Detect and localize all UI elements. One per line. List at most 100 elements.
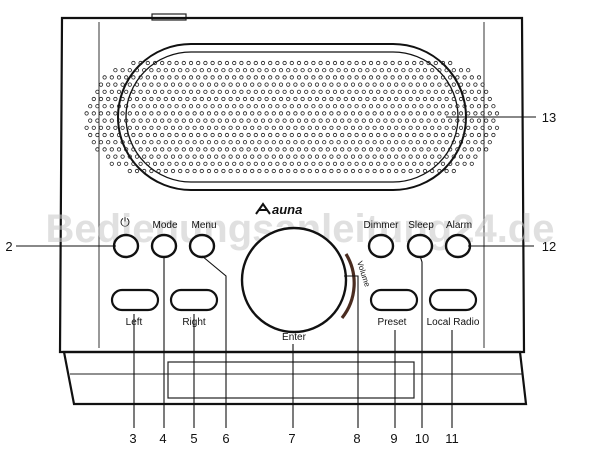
speaker-hole: [95, 132, 100, 138]
speaker-hole: [253, 60, 258, 66]
speaker-hole: [268, 75, 273, 80]
speaker-hole: [127, 111, 132, 116]
speaker-hole: [163, 68, 168, 73]
right-button[interactable]: [169, 288, 219, 312]
speaker-hole: [181, 147, 186, 152]
brand-name: auna: [272, 202, 302, 217]
speaker-hole: [404, 104, 410, 109]
speaker-hole: [203, 104, 208, 109]
speaker-hole: [142, 111, 147, 116]
speaker-hole: [296, 89, 302, 94]
speaker-hole: [206, 154, 212, 159]
speaker-hole: [138, 104, 143, 109]
speaker-hole: [196, 104, 201, 109]
speaker-hole: [329, 140, 334, 145]
speaker-hole: [250, 82, 255, 87]
speaker-hole: [451, 82, 456, 87]
speaker-hole: [203, 132, 208, 138]
speaker-hole: [466, 154, 471, 159]
speaker-hole: [462, 104, 467, 109]
speaker-hole: [131, 132, 136, 138]
speaker-hole: [178, 68, 183, 73]
speaker-hole: [390, 161, 395, 166]
speaker-hole: [134, 125, 140, 130]
speaker-hole: [120, 68, 125, 73]
alarm-button[interactable]: [444, 233, 472, 259]
speaker-hole: [419, 132, 424, 138]
speaker-hole: [185, 82, 190, 87]
speaker-hole: [232, 75, 237, 80]
speaker-hole: [419, 89, 424, 94]
speaker-hole: [480, 125, 485, 130]
mode-button[interactable]: [150, 233, 178, 259]
speaker-hole: [329, 168, 334, 174]
speaker-hole: [235, 154, 240, 159]
speaker-hole: [437, 125, 442, 130]
speaker-hole: [278, 82, 284, 87]
sleep-button[interactable]: [406, 233, 434, 259]
menu-button[interactable]: [188, 233, 216, 259]
speaker-hole: [264, 96, 269, 102]
speaker-hole: [142, 96, 147, 102]
speaker-hole: [250, 96, 255, 102]
speaker-hole: [235, 82, 240, 87]
speaker-hole: [419, 104, 424, 109]
speaker-hole: [242, 68, 248, 73]
speaker-hole: [491, 118, 496, 123]
speaker-hole: [394, 68, 399, 73]
speaker-hole: [336, 96, 341, 102]
dimmer-button[interactable]: [367, 233, 395, 259]
speaker-hole: [455, 104, 460, 109]
speaker-hole: [228, 168, 233, 174]
left-button[interactable]: [110, 288, 160, 312]
speaker-hole: [383, 89, 388, 94]
speaker-hole: [109, 75, 114, 80]
menu-label: Menu: [191, 220, 216, 231]
speaker-hole: [455, 75, 460, 80]
speaker-hole: [322, 111, 327, 116]
speaker-hole: [124, 147, 129, 152]
speaker-hole: [329, 82, 334, 87]
speaker-hole: [408, 140, 413, 145]
speaker-hole: [415, 111, 420, 116]
speaker-hole: [217, 89, 222, 94]
speaker-hole: [106, 125, 111, 130]
speaker-hole: [185, 68, 190, 73]
speaker-hole: [152, 118, 158, 123]
speaker-hole: [178, 96, 183, 102]
speaker-hole: [134, 154, 140, 159]
speaker-hole: [343, 82, 348, 87]
speaker-hole: [307, 111, 312, 116]
speaker-hole: [152, 147, 158, 152]
speaker-hole: [473, 154, 478, 159]
speaker-hole: [368, 118, 374, 123]
power-button[interactable]: [112, 233, 140, 259]
speaker-hole: [163, 96, 168, 102]
speaker-hole: [390, 89, 395, 94]
speaker-hole: [426, 60, 431, 66]
speaker-hole: [433, 60, 438, 66]
speaker-hole: [412, 104, 417, 109]
speaker-hole: [311, 132, 316, 138]
speaker-hole: [462, 147, 467, 152]
speaker-hole: [314, 96, 320, 102]
preset-button[interactable]: [369, 288, 419, 312]
speaker-hole: [404, 161, 410, 166]
speaker-hole: [390, 75, 395, 80]
speaker-hole: [152, 132, 158, 138]
speaker-hole: [196, 132, 201, 138]
speaker-hole: [354, 147, 359, 152]
speaker-hole: [149, 140, 154, 145]
speaker-hole: [106, 96, 111, 102]
speaker-hole: [451, 111, 456, 116]
speaker-hole: [430, 111, 435, 116]
speaker-hole: [221, 168, 226, 174]
speaker-hole: [347, 75, 352, 80]
volume-knob[interactable]: [240, 226, 348, 334]
speaker-hole: [318, 118, 323, 123]
speaker-hole: [282, 118, 287, 123]
speaker-hole: [419, 161, 424, 166]
speaker-hole: [264, 168, 269, 174]
speaker-hole: [116, 118, 122, 123]
local-radio-button[interactable]: [428, 288, 478, 312]
